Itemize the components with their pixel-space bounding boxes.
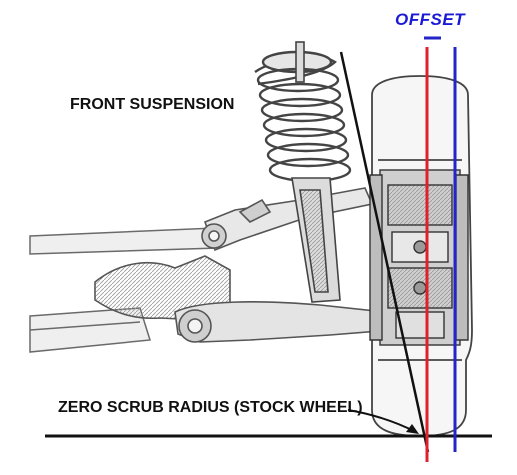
strut-body — [291, 41, 341, 303]
hub-assembly — [369, 169, 469, 346]
frame-rails — [29, 227, 219, 353]
front-suspension-label: FRONT SUSPENSION — [70, 96, 235, 113]
offset-label: OFFSET — [395, 10, 466, 29]
steering-axis-line — [339, 51, 430, 453]
scrub-arrow — [347, 409, 419, 434]
coil-spring — [254, 50, 352, 183]
upper-control-arm — [201, 187, 374, 252]
zero-scrub-label: ZERO SCRUB RADIUS (STOCK WHEEL) — [58, 399, 363, 416]
subframe — [94, 255, 231, 321]
lower-control-arm — [174, 301, 394, 343]
